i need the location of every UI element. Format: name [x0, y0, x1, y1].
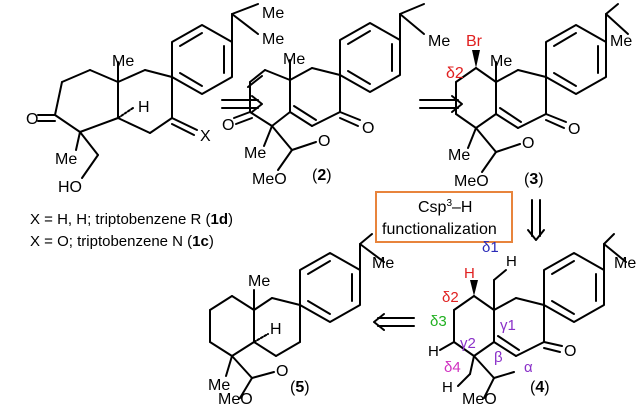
mol5-o-label: O: [276, 363, 288, 380]
csp3-h-functionalization-box: Csp3–H functionalization: [375, 191, 513, 243]
mol3-delta2-label: δ2: [446, 65, 464, 82]
mol4-h2-label: H: [464, 265, 475, 282]
mol4-delta4-label: δ4: [444, 359, 461, 376]
mol3-ester-o-label: O: [522, 135, 534, 152]
mol5-ipr-me: Me: [372, 255, 394, 272]
mol2-o2-label: O: [362, 120, 374, 137]
mol2-ipr-me: Me: [428, 33, 450, 50]
mol4-h4-label: H: [442, 379, 453, 396]
molecule-1: Me Me Me O H X Me HO X = H, H; triptoben…: [26, 3, 284, 250]
mol2-id: (2): [312, 167, 332, 184]
mol1-ho-label: HO: [58, 179, 82, 196]
mol3-meo-label: MeO: [454, 173, 489, 190]
mol5-meo-label: MeO: [218, 391, 253, 406]
mol1-ipr-me1: Me: [262, 5, 284, 22]
mol1-caption-line2: X = O; triptobenzene N (1c): [30, 233, 214, 250]
mol5-id: (5): [290, 379, 310, 396]
mol4-gamma1-label: γ1: [500, 317, 516, 334]
retro-arrow-1: [221, 95, 263, 113]
mol4-o-label: O: [564, 343, 576, 360]
mol5-me-label: Me: [248, 273, 270, 290]
mol3-id: (3): [524, 171, 544, 188]
mol1-me-label: Me: [112, 53, 134, 70]
mol4-meo-label: MeO: [462, 391, 497, 406]
mol4-h3-label: H: [428, 343, 439, 360]
box-line1: Csp3–H: [418, 198, 472, 216]
mol2-me2-label: Me: [244, 145, 266, 162]
mol2-meo-label: MeO: [252, 171, 287, 188]
mol4-h1-label: H: [506, 253, 517, 270]
mol5-h-label: H: [270, 321, 282, 338]
mol2-ester-o-label: O: [318, 133, 330, 150]
molecule-3: Br δ2 Me Me O Me O MeO (3): [446, 3, 632, 190]
mol4-beta-label: β: [494, 349, 503, 366]
mol3-br-label: Br: [466, 33, 483, 50]
box-line2: functionalization: [382, 221, 497, 238]
mol3-me2-label: Me: [448, 147, 470, 164]
mol5-me2-label: Me: [208, 377, 230, 394]
mol1-h-label: H: [138, 99, 150, 116]
retro-arrow-down: [527, 199, 545, 241]
mol3-ipr-me: Me: [610, 33, 632, 50]
mol4-gamma2-label: γ2: [460, 335, 476, 352]
mol4-delta1-label: δ1: [482, 239, 499, 256]
mol1-caption-line1: X = H, H; triptobenzene R (1d): [30, 211, 233, 228]
mol4-alpha-label: α: [524, 359, 533, 376]
mol2-me-label: Me: [283, 51, 305, 68]
mol2-o1-label: O: [222, 117, 234, 134]
mol4-ipr-me: Me: [614, 255, 636, 272]
mol4-delta3-label: δ3: [430, 313, 447, 330]
molecule-2: Me Me O O Me O MeO (2): [222, 3, 450, 188]
mol4-delta2-label: δ2: [442, 289, 459, 306]
mol1-x-label: X: [200, 128, 211, 145]
retro-arrow-3: [373, 313, 415, 331]
molecule-4: H δ1 H δ2 δ3 H γ1 γ2 β α δ4 H O Me MeO (…: [428, 233, 636, 406]
mol1-ipr-me2: Me: [262, 31, 284, 48]
mol3-me-label: Me: [490, 53, 512, 70]
mol3-o-label: O: [568, 121, 580, 138]
mol1-o-label: O: [26, 111, 38, 128]
mol1-me2-label: Me: [55, 151, 77, 168]
molecule-5: Me Me H Me O MeO (5): [208, 233, 394, 406]
mol4-id: (4): [530, 379, 550, 396]
